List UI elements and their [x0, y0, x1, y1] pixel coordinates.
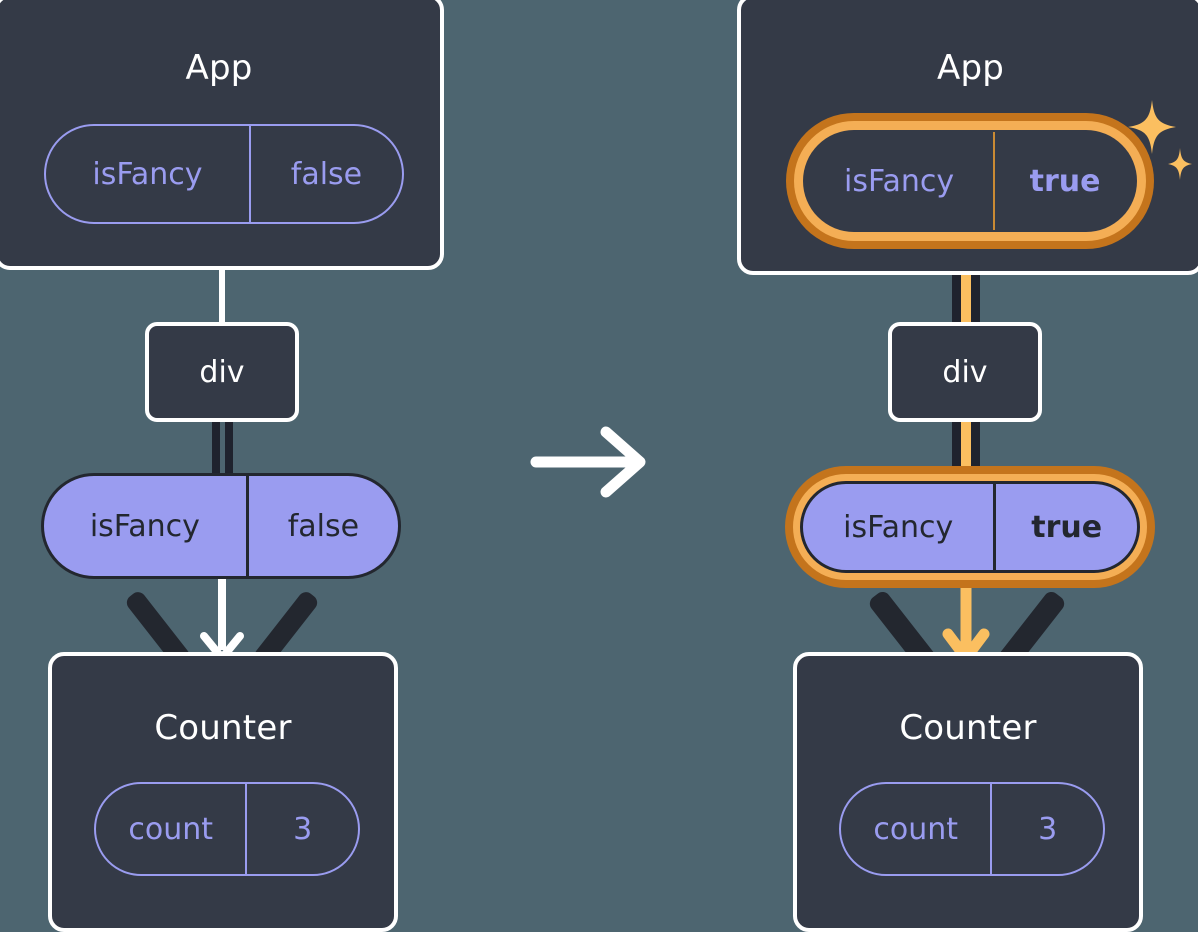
connector-div-to-prop-left-2: [225, 418, 233, 480]
state-pill-value: 3: [990, 784, 1103, 874]
state-pill-count-right[interactable]: count 3: [839, 782, 1105, 876]
connector-div-to-prop-right-core: [961, 418, 971, 488]
component-box-counter-right[interactable]: Counter count 3: [793, 652, 1143, 932]
component-title-app-left: App: [185, 48, 253, 88]
dom-node-div-left[interactable]: div: [145, 322, 299, 422]
connector-app-to-div-right-core: [961, 228, 971, 330]
prop-pill-isfancy-right[interactable]: isFancy true: [800, 481, 1140, 573]
component-title-counter-right: Counter: [899, 708, 1037, 748]
state-pill-name: isFancy: [92, 156, 203, 192]
state-pill-name: count: [873, 811, 958, 847]
component-title-app-right: App: [936, 48, 1005, 88]
transition-arrow-right-icon: [530, 426, 646, 498]
prop-pill-value: true: [993, 484, 1137, 570]
prop-pill-name: isFancy: [843, 509, 954, 545]
state-pill-value: false: [248, 126, 402, 222]
state-pill-isfancy-left[interactable]: isFancy false: [44, 124, 404, 224]
component-title-counter-left: Counter: [154, 708, 292, 748]
state-pill-value: true: [993, 132, 1135, 230]
prop-pill-isfancy-left[interactable]: isFancy false: [41, 473, 401, 579]
state-pill-name: isFancy: [843, 163, 955, 199]
dom-node-div-right[interactable]: div: [888, 322, 1042, 422]
dom-node-label: div: [199, 354, 245, 390]
state-pill-isfancy-right[interactable]: isFancy true: [803, 130, 1137, 232]
prop-pill-value: false: [245, 476, 398, 576]
component-box-counter-left[interactable]: Counter count 3: [48, 652, 398, 932]
connector-app-to-div-left: [219, 262, 225, 328]
connector-div-to-prop-left: [212, 418, 220, 480]
component-box-app-left[interactable]: App isFancy false: [0, 0, 444, 270]
prop-pill-name: isFancy: [89, 508, 200, 544]
sparkle-icon-app-right: [1128, 100, 1192, 180]
dom-node-label: div: [942, 354, 988, 390]
state-pill-count-left[interactable]: count 3: [94, 782, 360, 876]
state-pill-name: count: [128, 811, 213, 847]
highlight-ring-core-app-right: [803, 130, 1137, 232]
state-pill-value: 3: [245, 784, 358, 874]
